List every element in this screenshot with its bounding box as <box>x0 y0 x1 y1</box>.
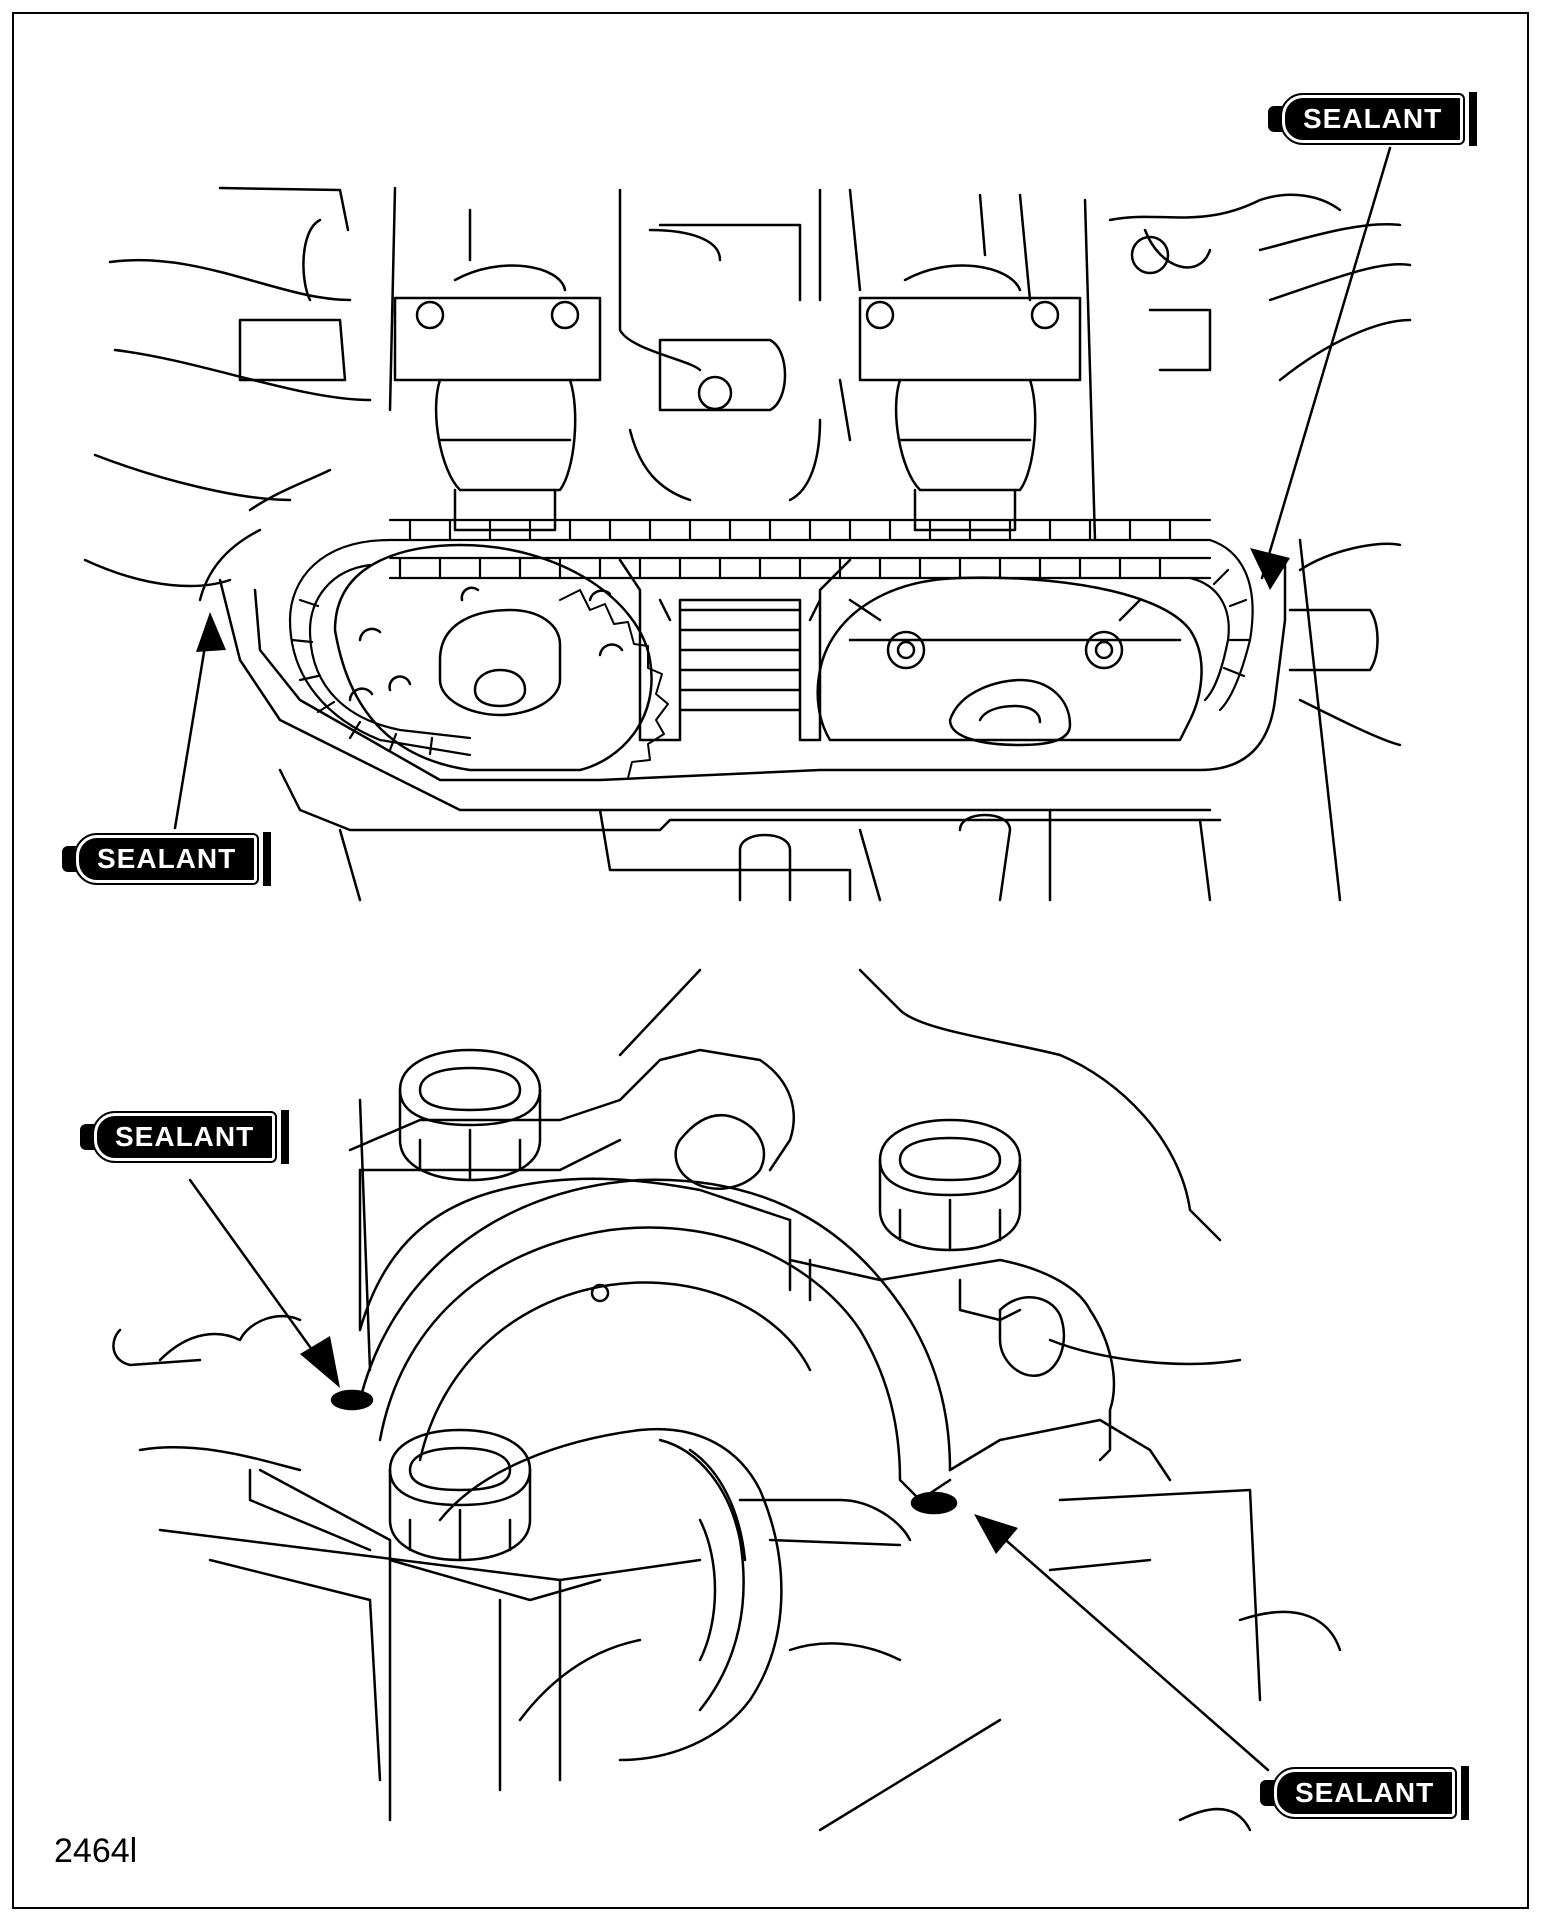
left-sprocket <box>333 543 669 779</box>
sealant-callout-top-right: SEALANT <box>1268 92 1478 146</box>
camshaft-journal <box>438 1427 912 1762</box>
tube-cap-icon <box>62 846 76 872</box>
sealant-spot-right <box>910 1491 958 1515</box>
bolt-upper-left <box>398 1048 542 1182</box>
right-sprocket <box>816 576 1203 747</box>
tube-end-icon <box>1469 92 1478 146</box>
sealant-label: SEALANT <box>91 1111 278 1163</box>
arrow-bottom-right <box>998 1533 1270 1772</box>
tube-end-icon <box>263 832 272 886</box>
arrow-top-left <box>173 626 210 830</box>
timing-chain-view <box>83 186 1412 902</box>
sealant-callout-top-left: SEALANT <box>62 832 272 886</box>
sealant-label: SEALANT <box>1271 1767 1458 1819</box>
tube-end-icon <box>281 1110 290 1164</box>
tube-cap-icon <box>80 1124 94 1150</box>
sealant-spot-left <box>330 1389 374 1411</box>
sealant-callout-bottom-right: SEALANT <box>1260 1766 1470 1820</box>
timing-chain <box>288 518 1254 757</box>
sealant-label: SEALANT <box>73 833 260 885</box>
tube-cap-icon <box>1268 106 1282 132</box>
arrow-bottom-left <box>188 1178 330 1374</box>
chain-guide <box>618 558 852 742</box>
bolt-upper-right <box>878 1118 1022 1252</box>
bolt-lower <box>388 1428 532 1562</box>
tube-end-icon <box>1461 1766 1470 1820</box>
bearing-cap-view <box>112 968 1342 1832</box>
cover-flange <box>253 558 1287 782</box>
tube-cap-icon <box>1260 1780 1274 1806</box>
bearing-cap <box>358 1113 1172 1502</box>
figure-frame <box>12 12 1529 1909</box>
sealant-label: SEALANT <box>1279 93 1466 145</box>
sealant-callout-bottom-left: SEALANT <box>80 1110 290 1164</box>
leader-arrows <box>173 146 1392 1772</box>
figure-code: 2464l <box>54 1832 138 1870</box>
arrow-top-right <box>1260 146 1392 580</box>
